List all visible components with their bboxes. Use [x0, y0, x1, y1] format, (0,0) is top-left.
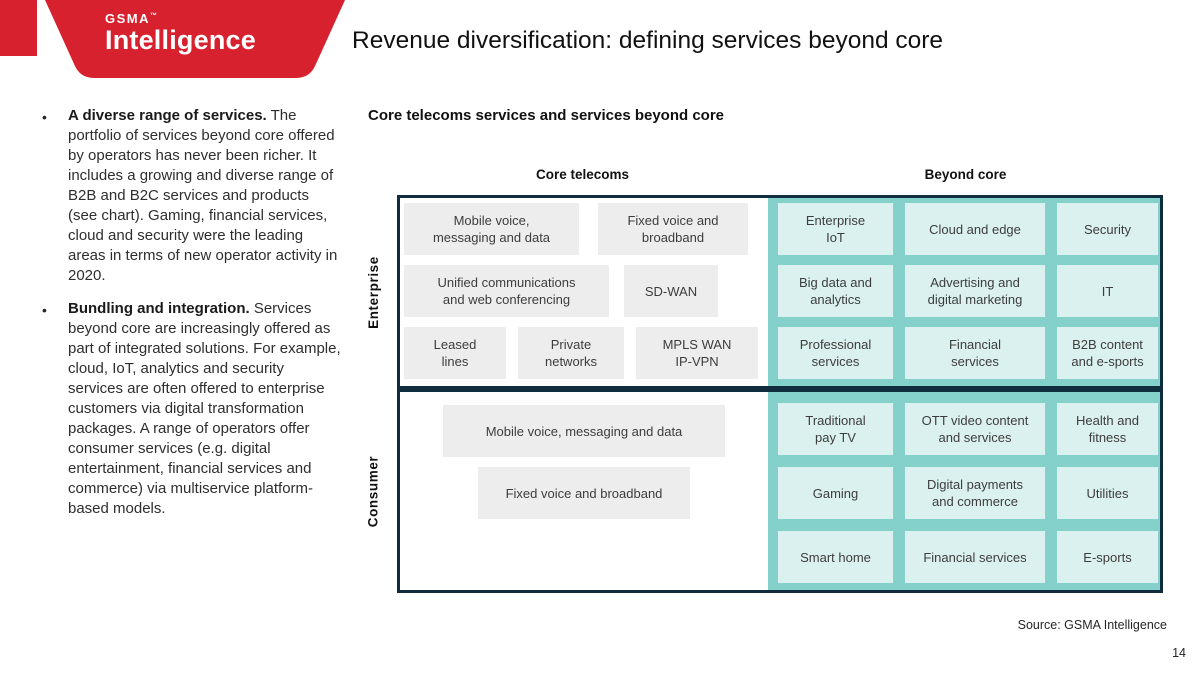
red-accent-strip	[0, 0, 37, 56]
enterprise-beyond-grid: Enterprise IoT Cloud and edge Security B…	[768, 198, 1160, 379]
service-cell-fixed-voice-consumer: Fixed voice and broadband	[478, 467, 690, 519]
bullet-body: The portfolio of services beyond core of…	[68, 107, 338, 284]
page-title: Revenue diversification: defining servic…	[352, 27, 944, 54]
consumer-core-pane: Mobile voice, messaging and data Fixed v…	[400, 392, 768, 590]
enterprise-beyond-pane: Enterprise IoT Cloud and edge Security B…	[768, 198, 1160, 386]
service-cell-fixed-voice: Fixed voice and broadband	[598, 203, 748, 255]
service-cell-enterprise-iot: Enterprise IoT	[778, 203, 893, 255]
service-cell-financial-services-con: Financial services	[905, 531, 1045, 583]
core-row: Leased lines Private networks MPLS WAN I…	[404, 327, 768, 379]
service-cell-b2b-content: B2B content and e-sports	[1057, 327, 1158, 379]
core-row: Unified communications and web conferenc…	[404, 265, 768, 317]
service-cell-ott-video: OTT video content and services	[905, 403, 1045, 455]
core-row: Mobile voice, messaging and data Fixed v…	[404, 203, 768, 255]
service-cell-professional-services: Professional services	[778, 327, 893, 379]
bullet-text: A diverse range of services. The portfol…	[68, 106, 342, 286]
service-cell-pay-tv: Traditional pay TV	[778, 403, 893, 455]
service-cell-digital-payments: Digital payments and commerce	[905, 467, 1045, 519]
service-cell-advertising: Advertising and digital marketing	[905, 265, 1045, 317]
column-header-core-telecoms: Core telecoms	[535, 167, 630, 182]
bullet-lead: A diverse range of services.	[68, 107, 267, 124]
service-cell-utilities: Utilities	[1057, 467, 1158, 519]
service-cell-health-fitness: Health and fitness	[1057, 403, 1158, 455]
service-cell-leased-lines: Leased lines	[404, 327, 506, 379]
service-cell-cloud-edge: Cloud and edge	[905, 203, 1045, 255]
source-note: Source: GSMA Intelligence	[1017, 618, 1167, 632]
bullet-body: Services beyond core are increasingly of…	[68, 300, 341, 517]
bullet-lead: Bundling and integration.	[68, 300, 250, 317]
chart-heading: Core telecoms services and services beyo…	[368, 107, 725, 124]
service-cell-unified-comms: Unified communications and web conferenc…	[404, 265, 609, 317]
consumer-band: Mobile voice, messaging and data Fixed v…	[397, 389, 1163, 593]
row-label-consumer: Consumer	[365, 455, 381, 527]
service-cell-smart-home: Smart home	[778, 531, 893, 583]
trademark-symbol: ™	[150, 12, 159, 20]
service-cell-mpls-wan: MPLS WAN IP-VPN	[636, 327, 758, 379]
logo-text: GSMA™ Intelligence	[105, 12, 256, 54]
service-cell-esports: E-sports	[1057, 531, 1158, 583]
row-label-enterprise: Enterprise	[365, 255, 381, 329]
service-cell-big-data: Big data and analytics	[778, 265, 893, 317]
consumer-beyond-grid: Traditional pay TV OTT video content and…	[768, 392, 1160, 583]
bullet-diverse-range: • A diverse range of services. The portf…	[42, 106, 342, 286]
row-label-consumer-wrap: Consumer	[358, 389, 388, 593]
service-cell-mobile-voice-consumer: Mobile voice, messaging and data	[443, 405, 725, 457]
service-cell-security: Security	[1057, 203, 1158, 255]
logo-product: Intelligence	[105, 25, 256, 55]
service-cell-gaming: Gaming	[778, 467, 893, 519]
service-cell-private-networks: Private networks	[518, 327, 624, 379]
bullet-marker: •	[42, 109, 47, 125]
logo-badge-shape	[45, 0, 345, 78]
bullet-text: Bundling and integration. Services beyon…	[68, 299, 342, 519]
logo-brand: GSMA™	[105, 11, 159, 26]
column-header-beyond-core: Beyond core	[924, 167, 1007, 182]
bullet-marker: •	[42, 302, 47, 318]
gsma-logo-badge	[45, 0, 345, 80]
page-number: 14	[1172, 646, 1186, 660]
enterprise-core-pane: Mobile voice, messaging and data Fixed v…	[400, 198, 768, 386]
consumer-beyond-pane: Traditional pay TV OTT video content and…	[768, 392, 1160, 590]
service-cell-financial-services-ent: Financial services	[905, 327, 1045, 379]
enterprise-band: Mobile voice, messaging and data Fixed v…	[397, 195, 1163, 389]
row-label-enterprise-wrap: Enterprise	[358, 195, 388, 389]
bullet-bundling-integration: • Bundling and integration. Services bey…	[42, 299, 342, 519]
service-cell-it: IT	[1057, 265, 1158, 317]
sidebar-commentary: • A diverse range of services. The portf…	[42, 106, 342, 532]
service-cell-mobile-voice: Mobile voice, messaging and data	[404, 203, 579, 255]
service-cell-sd-wan: SD-WAN	[624, 265, 718, 317]
